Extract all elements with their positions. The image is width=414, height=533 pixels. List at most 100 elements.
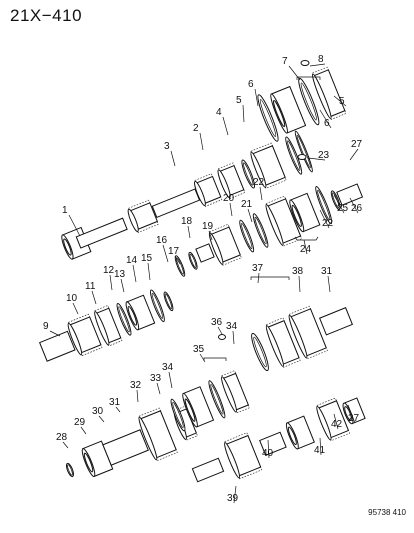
callout-leader: [156, 382, 161, 395]
parts-drawing: [38, 60, 366, 483]
bracket-24: [294, 236, 319, 241]
callout-leader: [319, 109, 332, 129]
callout-leader: [187, 225, 191, 239]
callout-label: 14: [126, 255, 138, 266]
callout-leader: [247, 208, 253, 223]
output-shaft-upper-assembly-part: [125, 294, 156, 331]
callout-label: 6: [324, 118, 330, 129]
reduction-gear-assembly-part: [259, 431, 287, 456]
callout-label: 11: [85, 281, 96, 292]
callout-leader: [62, 441, 69, 449]
callout-leader: [307, 157, 326, 161]
callout-leader: [91, 290, 97, 305]
reduction-gear-assembly-part: [342, 397, 366, 425]
synchronizer-set-lower-part: [170, 398, 186, 432]
callout-label: 34: [162, 362, 174, 373]
callout-label: 39: [227, 493, 239, 504]
output-shaft-upper-assembly-part: [149, 289, 165, 323]
callout-label: 16: [156, 235, 168, 246]
diagram-reference: 95738 410: [368, 508, 406, 517]
output-shaft-lower-assembly-part: [102, 429, 149, 466]
callout-label: 4: [216, 107, 222, 118]
callout-leader: [109, 274, 113, 291]
callout-label: 30: [92, 406, 104, 417]
synchronizer-set-lower-part: [208, 380, 226, 419]
output-shaft-upper-assembly-part: [38, 330, 76, 362]
callout-label: 17: [168, 246, 180, 257]
callout-leader: [298, 275, 301, 293]
callout-leader: [259, 186, 263, 201]
output-shaft-upper-assembly-part: [163, 291, 174, 312]
callout-leader: [257, 272, 260, 284]
reduction-gear-assembly-part: [285, 415, 315, 450]
callout-leader: [80, 426, 87, 435]
callout-leader: [242, 104, 245, 123]
callout-leader: [208, 230, 213, 241]
callout-label: 19: [202, 221, 214, 232]
callout-leader: [347, 404, 356, 424]
output-gear-cluster-upper-part: [288, 305, 328, 360]
callout-label: 18: [181, 216, 193, 227]
callout-label: 2: [193, 123, 199, 134]
intermediate-shaft-assembly-part: [208, 223, 242, 266]
callout-label: 34: [226, 321, 238, 332]
callout-label: 21: [241, 199, 253, 210]
callout-label: 26: [351, 203, 363, 214]
diagram-code: 21X−410: [10, 6, 83, 25]
bracket-37: [250, 276, 290, 280]
callout-leader: [254, 88, 259, 107]
callout-label: 42: [331, 419, 343, 430]
callout-leader: [333, 413, 339, 430]
callout-leader: [303, 239, 308, 255]
synchronizer-set-upper-part: [270, 85, 307, 134]
callout-leader: [170, 150, 176, 167]
reduction-gear-assembly-part: [191, 457, 225, 483]
key-part: [300, 60, 310, 66]
callout-leader: [98, 415, 105, 423]
callout-label: 32: [130, 380, 142, 391]
callout-leader: [120, 278, 125, 293]
callout-label: 13: [114, 269, 126, 280]
callout-leader: [309, 63, 326, 67]
intermediate-shaft-assembly-part: [195, 243, 215, 263]
intermediate-shaft-assembly-part: [289, 192, 321, 233]
intermediate-shaft-assembly-part: [336, 183, 364, 206]
callout-label: 38: [292, 266, 304, 277]
callout-label: 8: [318, 54, 324, 65]
synchronizer-set-upper-part: [311, 66, 347, 120]
callout-label: 31: [109, 397, 121, 408]
shift-ring-set-part: [174, 255, 186, 277]
callout-label: 33: [150, 373, 162, 384]
callout-leader: [199, 132, 204, 151]
intermediate-shaft-assembly-part: [252, 213, 269, 248]
callout-label: 31: [321, 266, 333, 277]
callout-label: 7: [282, 56, 288, 67]
synchronizer-set-lower-part: [221, 370, 250, 414]
input-shaft-assembly-part: [241, 159, 255, 189]
output-gear-cluster-upper-part: [251, 332, 269, 372]
callout-label: 3: [164, 141, 170, 152]
callout-leader: [72, 302, 79, 315]
output-shaft-lower-assembly-part: [138, 407, 178, 462]
reduction-gear-assembly-part: [316, 397, 350, 442]
callout-leader: [199, 353, 206, 363]
leader-lines: [49, 63, 359, 504]
callout-leader: [162, 244, 169, 263]
input-shaft-assembly-part: [194, 173, 223, 207]
callout-label: 5: [236, 95, 242, 106]
reduction-gear-assembly-part: [224, 432, 263, 480]
shift-ring-set-part: [188, 251, 198, 270]
callout-leader: [68, 214, 81, 237]
key-part: [297, 154, 307, 160]
callout-leader: [288, 65, 301, 81]
callout-leader: [217, 326, 223, 335]
callout-leader: [319, 209, 330, 229]
callout-leader: [147, 262, 151, 281]
input-shaft-assembly-part: [151, 188, 201, 219]
callout-label: 9: [43, 321, 49, 332]
bracket-7: [296, 76, 321, 80]
callout-label: 12: [103, 265, 115, 276]
callout-leader: [229, 202, 233, 217]
callout-leader: [132, 264, 137, 283]
input-shaft-assembly-part: [127, 199, 159, 233]
